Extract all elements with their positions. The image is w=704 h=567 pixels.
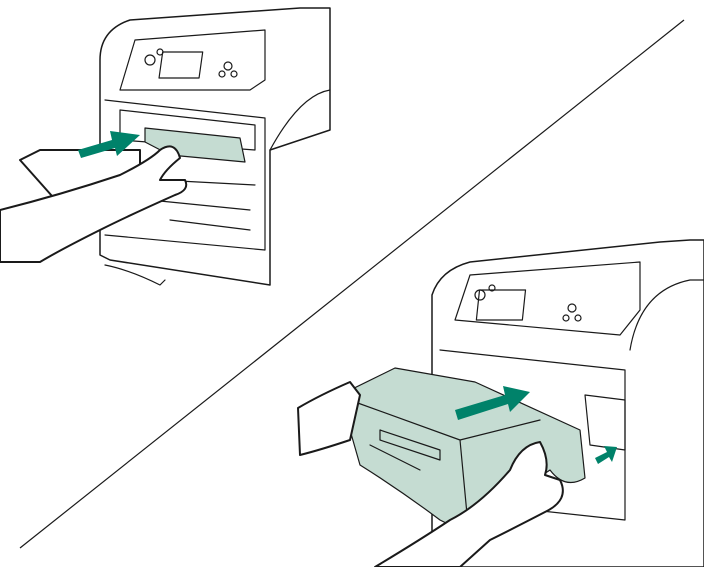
printer-panel-2 <box>297 239 704 567</box>
panel-divider <box>19 19 685 549</box>
control-panel-display <box>475 289 527 321</box>
hand <box>0 145 188 263</box>
latch-arrow <box>595 446 617 464</box>
left-hand <box>297 381 361 456</box>
insert-arrow <box>455 386 530 420</box>
printer-panel-1 <box>0 7 331 286</box>
right-hand <box>374 441 564 567</box>
insert-arrow <box>78 131 140 158</box>
control-panel-display <box>158 51 204 79</box>
